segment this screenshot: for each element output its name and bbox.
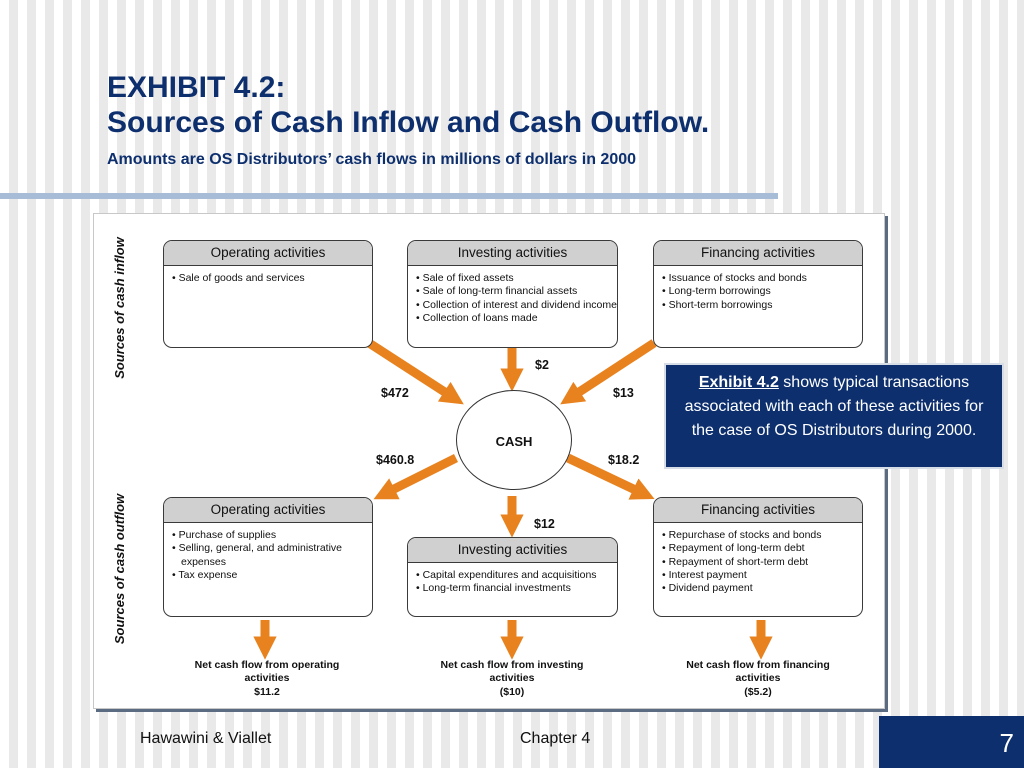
net-operating-flow: Net cash flow from operating activities … xyxy=(167,659,367,699)
exhibit-subtitle: Amounts are OS Distributors’ cash flows … xyxy=(107,151,637,168)
list-item: Interest payment xyxy=(662,569,862,582)
inflow-financing-amount: $13 xyxy=(613,386,634,400)
list-item: Repayment of long-term debt xyxy=(662,542,862,555)
net-label: activities xyxy=(244,672,290,685)
list-item: Repurchase of stocks and bonds xyxy=(662,529,862,542)
net-label: Net cash flow from operating xyxy=(194,659,340,671)
list-item: Sale of long-term financial assets xyxy=(416,285,617,298)
title-rule xyxy=(0,193,778,199)
inflow-financing-arrow xyxy=(560,339,657,405)
list-item: Sale of goods and services xyxy=(172,272,372,285)
inflow-operating-box: Operating activities Sale of goods and s… xyxy=(163,240,373,348)
list-item: Long-term financial investments xyxy=(416,582,617,595)
box-title: Operating activities xyxy=(164,498,372,523)
list-item: Short-term borrowings xyxy=(662,299,862,312)
list-item: Tax expense xyxy=(172,569,372,582)
box-title: Operating activities xyxy=(164,241,372,266)
exhibit-title-line2: Sources of Cash Inflow and Cash Outflow. xyxy=(107,106,710,139)
net-value: ($10) xyxy=(499,685,525,698)
list-item: Dividend payment xyxy=(662,582,862,595)
box-title: Financing activities xyxy=(654,498,862,523)
inflow-investing-amount: $2 xyxy=(535,358,549,372)
outflow-investing-amount: $12 xyxy=(534,517,555,531)
outflow-investing-box: Investing activities Capital expenditure… xyxy=(407,537,618,617)
outflow-side-label: Sources of cash outflow xyxy=(112,493,127,645)
net-financing-flow: Net cash flow from financing activities … xyxy=(658,659,858,699)
inflow-investing-box: Investing activities Sale of fixed asset… xyxy=(407,240,618,348)
outflow-operating-arrow xyxy=(373,453,459,500)
net-label: activities xyxy=(735,672,781,685)
cash-circle xyxy=(456,390,572,490)
list-item: Capital expenditures and acquisitions xyxy=(416,569,617,582)
list-item: Purchase of supplies xyxy=(172,529,372,542)
outflow-financing-arrow xyxy=(566,453,655,500)
page-number-box: 7 xyxy=(879,716,1024,768)
diagram-arrows xyxy=(253,339,773,660)
box-title: Investing activities xyxy=(408,538,617,563)
box-title: Financing activities xyxy=(654,241,862,266)
net-label: Net cash flow from financing xyxy=(686,659,830,671)
inflow-financing-box: Financing activities Issuance of stocks … xyxy=(653,240,863,348)
list-item: Sale of fixed assets xyxy=(416,272,617,285)
inflow-operating-amount: $472 xyxy=(381,386,409,400)
inflow-side-label: Sources of cash inflow xyxy=(112,237,127,379)
list-item: Repayment of short-term debt xyxy=(662,556,862,569)
outflow-operating-box: Operating activities Purchase of supplie… xyxy=(163,497,373,617)
inflow-operating-arrow xyxy=(366,339,464,405)
net-value: $11.2 xyxy=(254,685,280,698)
outflow-financing-box: Financing activities Repurchase of stock… xyxy=(653,497,863,617)
net-investing-flow: Net cash flow from investing activities … xyxy=(412,659,612,699)
callout-text: shows typical transactions associated wi… xyxy=(684,374,984,439)
footer-chapter: Chapter 4 xyxy=(520,730,591,747)
net-value: ($5.2) xyxy=(744,685,772,698)
box-title: Investing activities xyxy=(408,241,617,266)
footer-authors: Hawawini & Viallet xyxy=(140,730,272,747)
outflow-financing-amount: $18.2 xyxy=(608,453,640,467)
list-item: Issuance of stocks and bonds xyxy=(662,272,862,285)
list-item: Long-term borrowings xyxy=(662,285,862,298)
outflow-operating-amount: $460.8 xyxy=(376,453,415,467)
list-item: Selling, general, and administrative exp… xyxy=(172,542,372,569)
net-label: Net cash flow from investing xyxy=(440,659,584,671)
callout-lead: Exhibit 4.2 xyxy=(698,374,779,391)
cash-label: CASH xyxy=(495,434,533,449)
list-item: Collection of interest and dividend inco… xyxy=(416,299,617,312)
exhibit-callout: Exhibit 4.2 shows typical transactions a… xyxy=(664,363,1004,469)
net-label: activities xyxy=(489,672,535,685)
list-item: Collection of loans made xyxy=(416,312,617,325)
exhibit-title: EXHIBIT 4.2: xyxy=(107,71,286,104)
page-number: 7 xyxy=(999,728,1014,758)
